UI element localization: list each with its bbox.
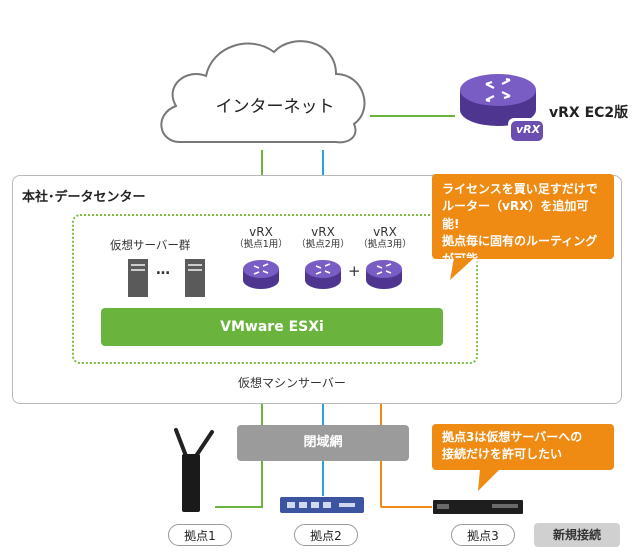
plus-sign: + bbox=[348, 262, 361, 280]
vmware-esxi-bar: VMware ESXi bbox=[101, 308, 443, 346]
site1-label: 拠点1 bbox=[168, 524, 232, 546]
site3-callout-tail bbox=[478, 469, 500, 491]
vrx-router-icon bbox=[366, 260, 402, 289]
vrx-router-icon bbox=[305, 260, 341, 289]
site3-callout: 拠点3は仮想サーバーへの 接続だけを許可したい bbox=[432, 424, 614, 470]
network-switch-icon bbox=[280, 497, 364, 513]
vrx-site3-label: vRX （拠点3用） bbox=[358, 225, 412, 250]
line-site1 bbox=[215, 461, 263, 508]
ellipsis: … bbox=[156, 262, 170, 278]
virtual-servers-label: 仮想サーバー群 bbox=[110, 238, 191, 252]
internet-cloud-icon bbox=[160, 40, 366, 144]
license-callout-tail bbox=[450, 258, 474, 280]
license-callout: ライセンスを買い足すだけで ルーター（vRX）を追加可能! 拠点毎に固有のルーテ… bbox=[432, 174, 614, 266]
datacenter-title: 本社･データセンター bbox=[22, 190, 146, 205]
server-icon bbox=[128, 259, 148, 297]
vrx-router-icon bbox=[243, 260, 279, 289]
new-connection-badge: 新規接続 bbox=[534, 523, 620, 547]
wireless-router-icon bbox=[174, 428, 214, 512]
rack-router-icon bbox=[433, 500, 523, 514]
vrx-ec2-label: vRX EC2版 bbox=[549, 105, 629, 121]
vrx-ec2-router-icon bbox=[460, 74, 546, 144]
vrx-badge-label: vRX bbox=[515, 123, 541, 136]
vrx-site2-label: vRX （拠点2用） bbox=[296, 225, 350, 250]
vm-host-label: 仮想マシンサーバー bbox=[238, 376, 346, 390]
site2-label: 拠点2 bbox=[294, 524, 358, 546]
vrx-site1-label: vRX （拠点1用） bbox=[234, 225, 288, 250]
internet-label: インターネット bbox=[215, 97, 335, 117]
closed-network-box: 閉域網 bbox=[237, 425, 409, 461]
site3-label: 拠点3 bbox=[451, 524, 515, 546]
server-icon bbox=[185, 259, 205, 297]
